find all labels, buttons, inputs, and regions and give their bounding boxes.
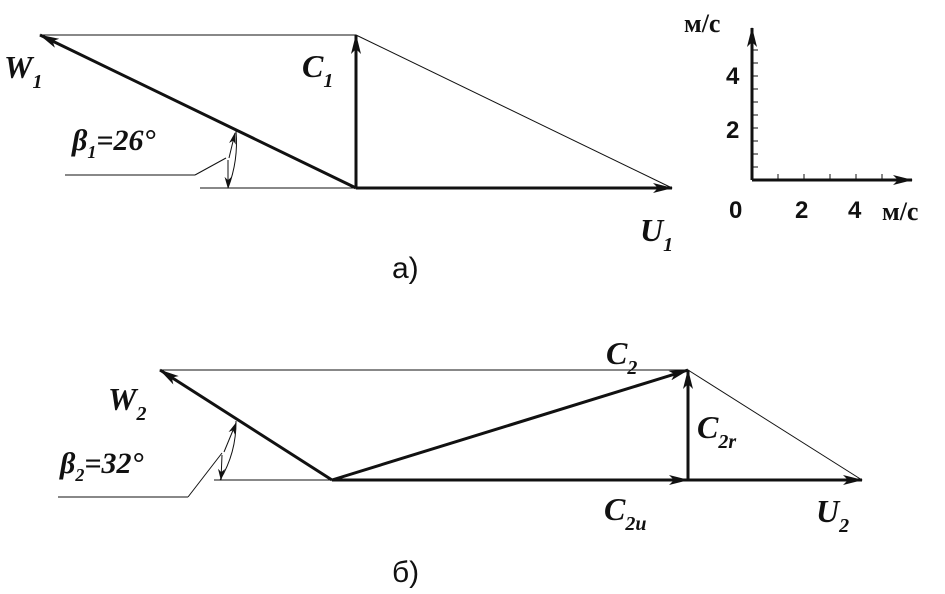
u1-label: U1 [640,212,673,256]
c2-vector [331,368,689,482]
scale-y-tick-marks [752,49,758,168]
w1-vector [39,33,357,190]
caption-a: а) [392,252,419,285]
scale-y-tick-2: 2 [726,117,739,144]
beta2-leader-d [187,452,223,498]
beta2-label: β2=32° [59,447,143,485]
w1-label: W1 [4,49,42,93]
w2-label: W2 [108,381,146,425]
u2-label: U2 [816,493,849,537]
diagram-b: W2 C2 C2r C2u U2 β2=32° б) [58,335,863,589]
scale-x-unit: м/с [882,197,918,226]
closing-line-b [687,369,863,481]
scale-origin: 0 [729,197,742,224]
beta1-leader-d [194,157,227,176]
scale-x-tick-marks [777,174,883,180]
scale-y-unit: м/с [684,9,720,38]
beta1-label: β1=26° [71,124,155,162]
scale-x-tick-2: 2 [795,197,808,224]
c1-label: C1 [302,48,333,92]
closing-line-a [355,34,673,189]
scale-reference: м/с 4 2 0 2 4 м/с [684,9,918,226]
beta1-angle-arc [227,130,237,189]
c2r-label: C2r [697,409,736,453]
diagram-a: W1 C1 U1 β1=26° а) [4,33,673,285]
c2u-label: C2u [604,491,646,535]
caption-b: б) [392,556,419,589]
beta2-arrow-down [218,454,225,481]
beta1-arrow-up [228,132,236,159]
w2-vector [159,368,333,482]
scale-x-tick-4: 4 [848,197,862,224]
c2-label: C2 [606,335,637,379]
beta2-arrow-up [223,422,237,453]
scale-y-tick-4: 4 [726,63,740,90]
